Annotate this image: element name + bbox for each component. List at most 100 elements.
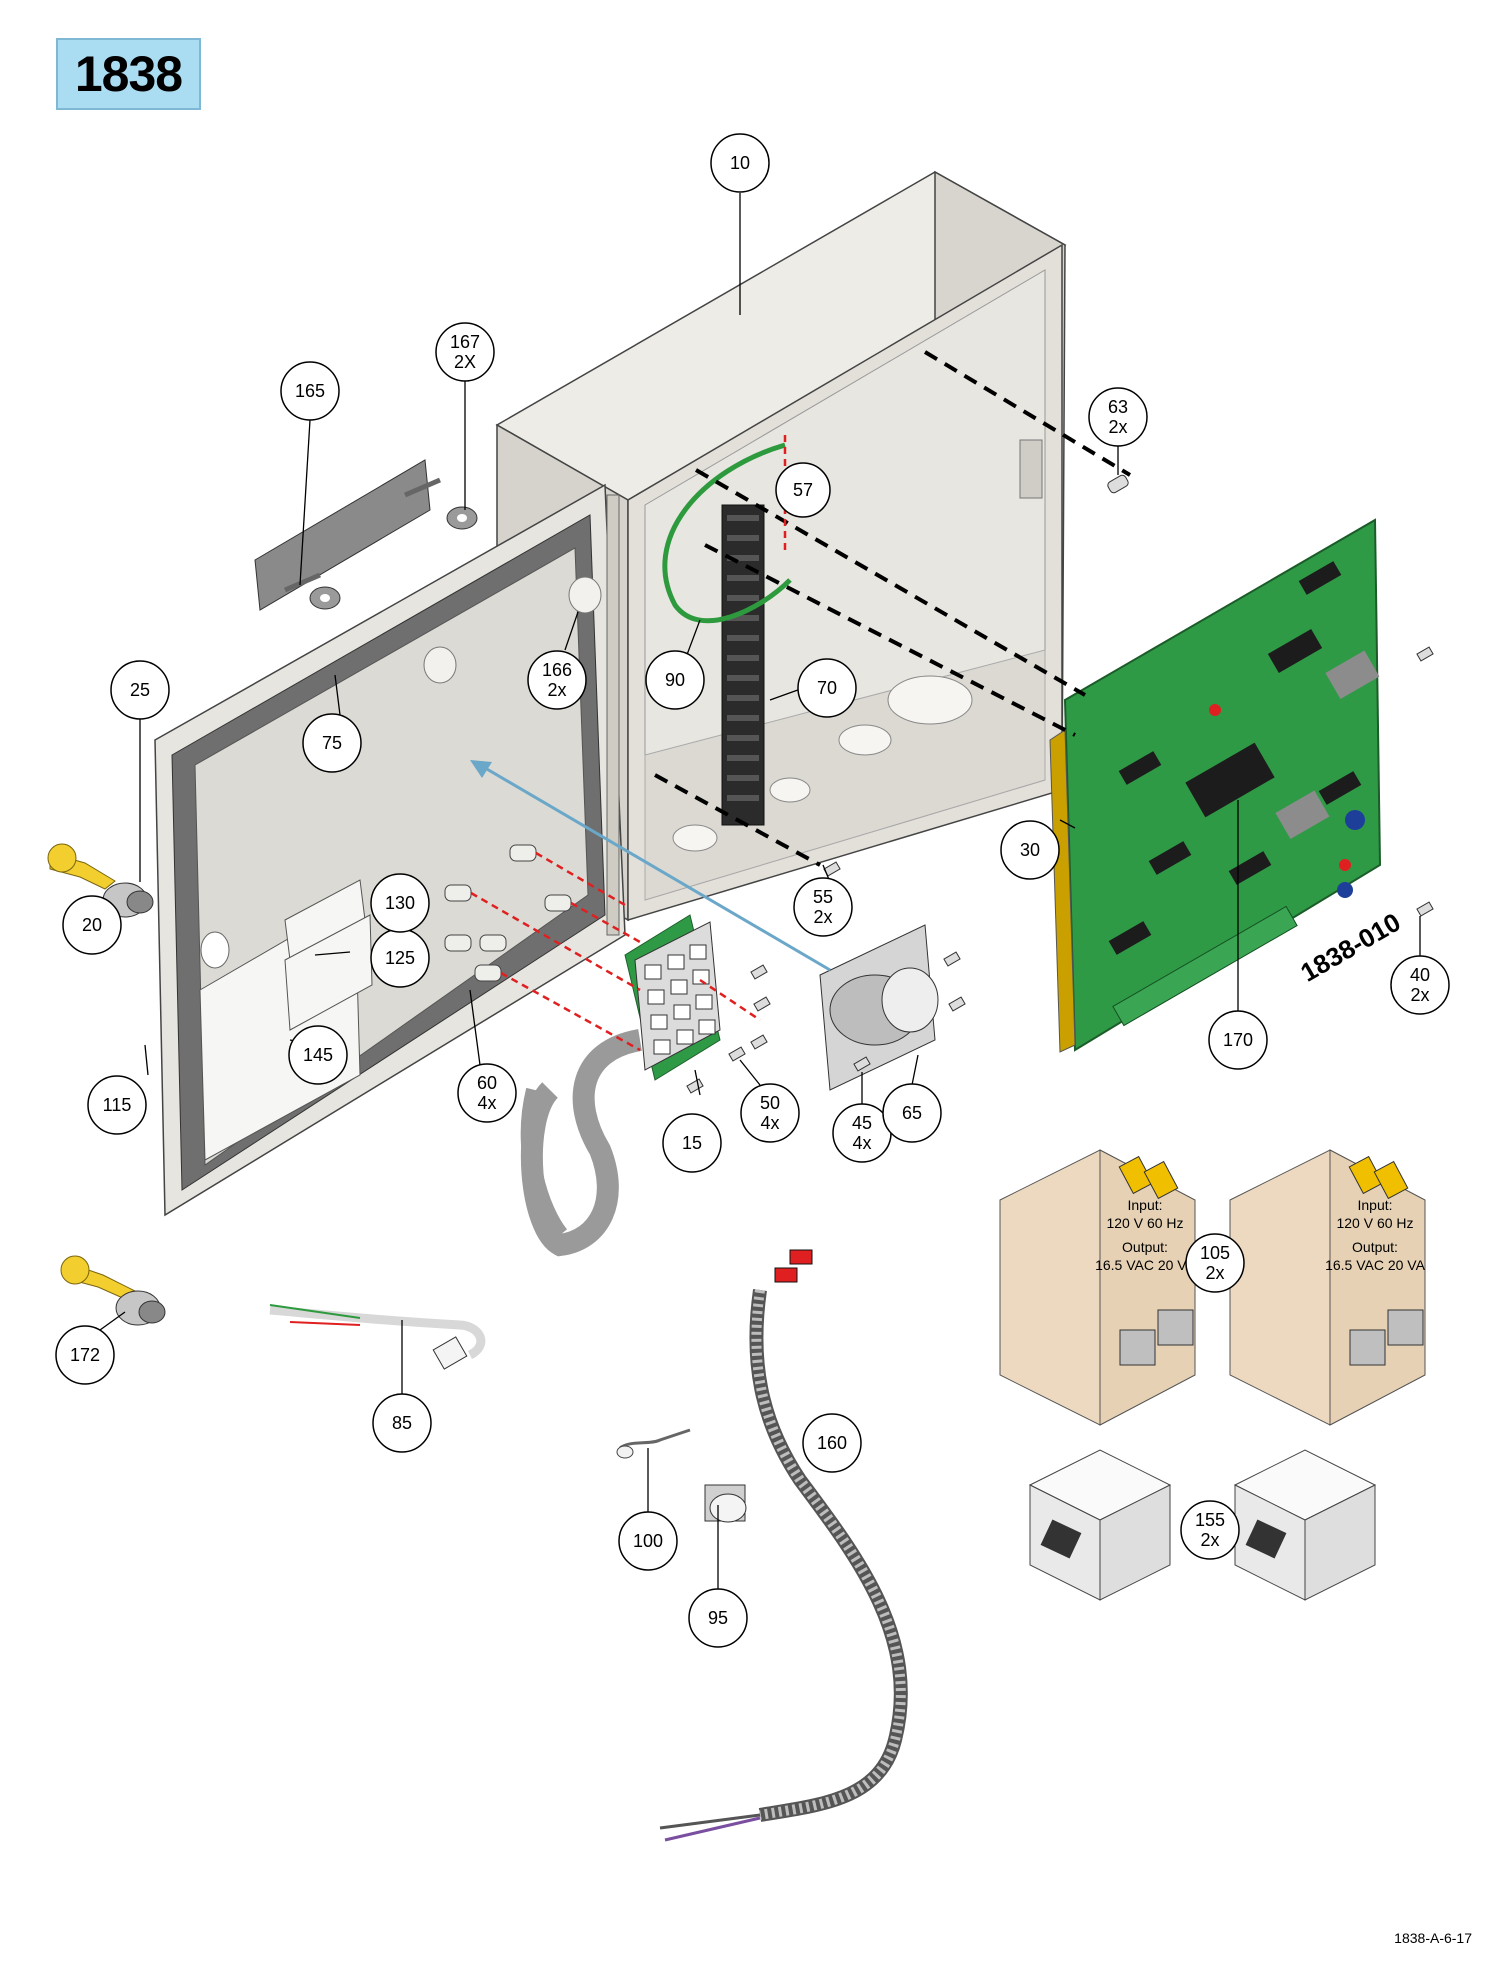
svg-text:85: 85 [392,1413,412,1433]
svg-text:30: 30 [1020,840,1040,860]
callout-172: 172 [55,1325,115,1385]
callout-10: 10 [710,133,770,193]
callout-125: 125 [370,928,430,988]
transformer-left-input-rating: 120 V 60 Hz [1106,1215,1183,1231]
svg-text:4x: 4x [477,1093,496,1113]
callout-115: 115 [87,1075,147,1135]
enclosure-door [154,483,626,1217]
svg-text:4x: 4x [852,1133,871,1153]
svg-text:145: 145 [303,1045,333,1065]
svg-text:115: 115 [103,1095,132,1115]
ground-wire [662,442,792,624]
callout-160: 160 [802,1413,862,1473]
transformer-left-input-heading: Input: [1127,1197,1162,1213]
svg-text:95: 95 [708,1608,728,1628]
svg-text:167: 167 [450,332,480,352]
transformer-left-output-heading: Output: [1122,1239,1168,1255]
svg-text:130: 130 [385,893,415,913]
callout-95: 95 [688,1588,748,1648]
svg-text:45: 45 [852,1113,872,1133]
callout-75: 75 [302,713,362,773]
svg-text:10: 10 [730,153,750,173]
callout-165: 165 [280,361,340,421]
callout-57: 57 [775,462,831,518]
transformer-right [1229,1149,1426,1426]
svg-text:63: 63 [1108,397,1128,417]
svg-text:65: 65 [902,1103,922,1123]
transformer-right-input-rating: 120 V 60 Hz [1336,1215,1413,1231]
svg-text:2x: 2x [547,680,566,700]
callout-70: 70 [797,658,857,718]
transformer-right-input-heading: Input: [1357,1197,1392,1213]
ferrite-core-right [1233,1449,1377,1601]
svg-text:50: 50 [760,1093,780,1113]
callout-25: 25 [110,660,170,720]
speaker-mount-arrow [479,763,831,972]
transformer-right-output-heading: Output: [1352,1239,1398,1255]
svg-text:15: 15 [682,1133,702,1153]
callout-15: 15 [662,1113,722,1173]
callout-65: 65 [882,1083,942,1143]
svg-text:160: 160 [817,1433,847,1453]
svg-text:20: 20 [82,915,102,935]
svg-text:60: 60 [477,1073,497,1093]
ferrite-core-left [1028,1449,1172,1601]
cable-tie [616,1428,691,1459]
speaker [819,924,939,1091]
svg-text:172: 172 [70,1345,100,1365]
svg-text:2x: 2x [1410,985,1429,1005]
transformer-left-output-rating: 16.5 VAC 20 VA [1095,1257,1196,1273]
svg-text:155: 155 [1195,1510,1225,1530]
svg-text:2x: 2x [813,907,832,927]
svg-text:2x: 2x [1200,1530,1219,1550]
board-label: 1838-010 [1295,907,1405,988]
coiled-cord [659,1249,908,1842]
keypad [624,914,721,1081]
callout-100: 100 [618,1511,678,1571]
transformer-right-output-rating: 16.5 VAC 20 VA [1325,1257,1426,1273]
svg-text:75: 75 [322,733,342,753]
callout-85: 85 [372,1393,432,1453]
callout-130: 130 [370,873,430,933]
svg-text:105: 105 [1200,1243,1230,1263]
svg-text:170: 170 [1223,1030,1253,1050]
svg-text:165: 165 [295,381,325,401]
svg-text:2x: 2x [1108,417,1127,437]
lock-with-key-20 [47,843,154,918]
svg-text:2X: 2X [454,352,476,372]
standoffs [444,844,572,982]
callout-90: 90 [645,650,705,710]
svg-text:125: 125 [385,948,415,968]
transformer-left [999,1149,1196,1426]
svg-text:166: 166 [542,660,572,680]
svg-text:4x: 4x [760,1113,779,1133]
svg-text:25: 25 [130,680,150,700]
svg-text:55: 55 [813,887,833,907]
svg-text:57: 57 [793,480,813,500]
svg-text:40: 40 [1410,965,1430,985]
callout-170: 170 [1208,1010,1268,1070]
terminal-strip [721,504,765,826]
model-badge: 1838 [56,38,201,110]
drawing-number: 1838-A-6-17 [1394,1930,1472,1946]
phone-cable [269,1304,486,1370]
circuit-board [1049,518,1382,1053]
lock-with-key-172 [60,1255,166,1326]
svg-text:100: 100 [633,1531,663,1551]
callout-145: 145 [288,1025,348,1085]
svg-text:90: 90 [665,670,685,690]
svg-text:70: 70 [817,678,837,698]
svg-text:2x: 2x [1205,1263,1224,1283]
callout-30: 30 [1000,820,1060,880]
